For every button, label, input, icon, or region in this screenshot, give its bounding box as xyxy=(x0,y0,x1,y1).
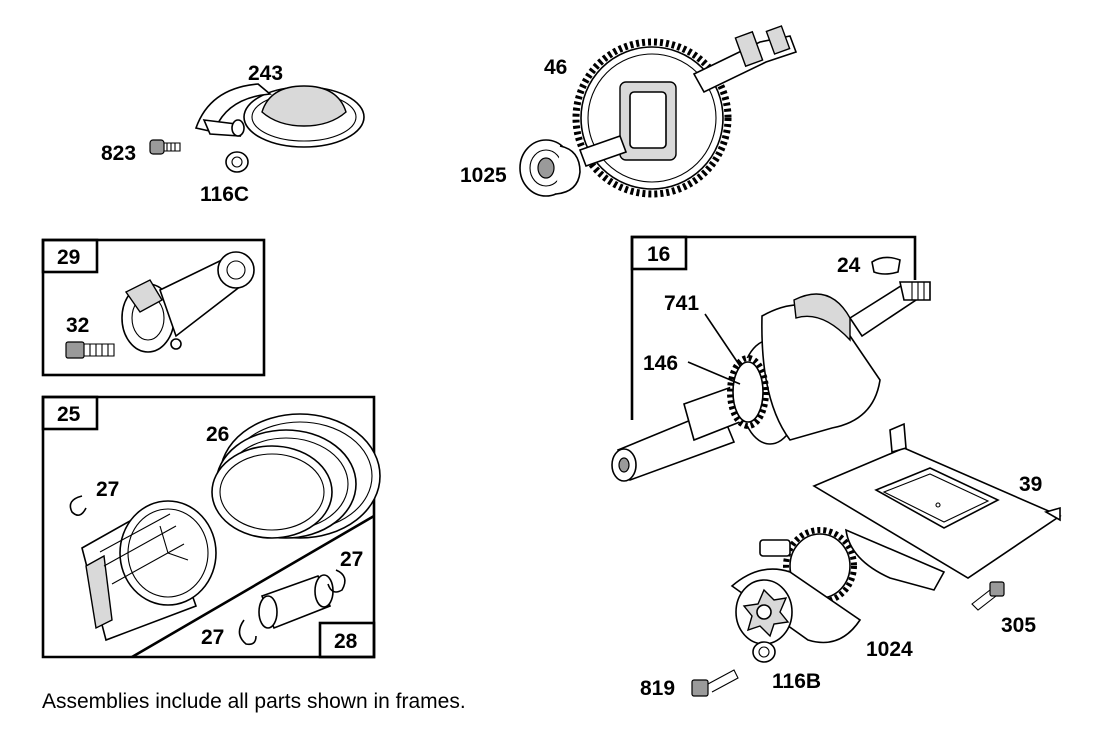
label-146: 146 xyxy=(643,352,678,375)
frame-28-tag xyxy=(318,621,376,659)
frame-label-28: 28 xyxy=(334,630,358,653)
label-26: 26 xyxy=(206,423,229,446)
footnote-text: Assemblies include all parts shown in fr… xyxy=(42,690,466,713)
label-27-upper: 27 xyxy=(96,478,119,501)
frame-25-tag xyxy=(41,395,99,431)
frame-16 xyxy=(630,235,917,420)
oil-pump-1024-part xyxy=(730,527,862,645)
circlip-27-right-part xyxy=(327,569,346,593)
label-819: 819 xyxy=(640,677,675,700)
label-46: 46 xyxy=(544,56,567,79)
screw-305-part xyxy=(971,581,1005,611)
label-305: 305 xyxy=(1001,614,1036,637)
circlip-27-lower-part xyxy=(238,619,257,646)
label-116B: 116B xyxy=(772,670,821,693)
label-39: 39 xyxy=(1019,473,1042,496)
frame-label-25: 25 xyxy=(57,403,81,426)
breather-cover-243-part xyxy=(194,83,365,148)
washer-116B-part xyxy=(752,641,776,663)
frame-25-divider xyxy=(131,514,375,659)
bolt-32-part xyxy=(65,341,115,359)
frame-label-29: 29 xyxy=(57,246,80,269)
label-1025: 1025 xyxy=(460,164,507,187)
leader-146 xyxy=(687,361,741,385)
frame-16-tag xyxy=(630,235,688,271)
screw-823-part xyxy=(149,139,181,155)
key-24-part xyxy=(871,256,901,275)
label-741: 741 xyxy=(664,292,699,315)
label-243: 243 xyxy=(248,62,283,85)
bolt-819-part xyxy=(691,669,739,697)
label-32: 32 xyxy=(66,314,89,337)
frame-29 xyxy=(41,238,266,377)
label-1024: 1024 xyxy=(866,638,913,661)
label-823: 823 xyxy=(101,142,136,165)
label-24: 24 xyxy=(837,254,861,277)
connecting-rod-29-part xyxy=(121,251,255,353)
label-27-right: 27 xyxy=(340,548,363,571)
wrist-pin-part xyxy=(258,574,334,630)
frame-label-16: 16 xyxy=(647,243,670,266)
piston-rings-26-part xyxy=(211,413,381,539)
frame-29-tag xyxy=(41,238,99,274)
circlip-27-upper-left-part xyxy=(69,495,87,516)
camshaft-gear-46-part xyxy=(572,25,798,198)
cover-plate-39-part xyxy=(812,422,1062,591)
seal-1025-part xyxy=(519,139,581,197)
leader-741 xyxy=(704,313,741,367)
label-27-lower: 27 xyxy=(201,626,224,649)
crank-gear-741-part xyxy=(727,355,769,429)
crankshaft-16-part xyxy=(611,281,931,482)
piston-part xyxy=(81,500,217,642)
label-116C: 116C xyxy=(200,183,249,206)
washer-116C-part xyxy=(225,151,249,173)
